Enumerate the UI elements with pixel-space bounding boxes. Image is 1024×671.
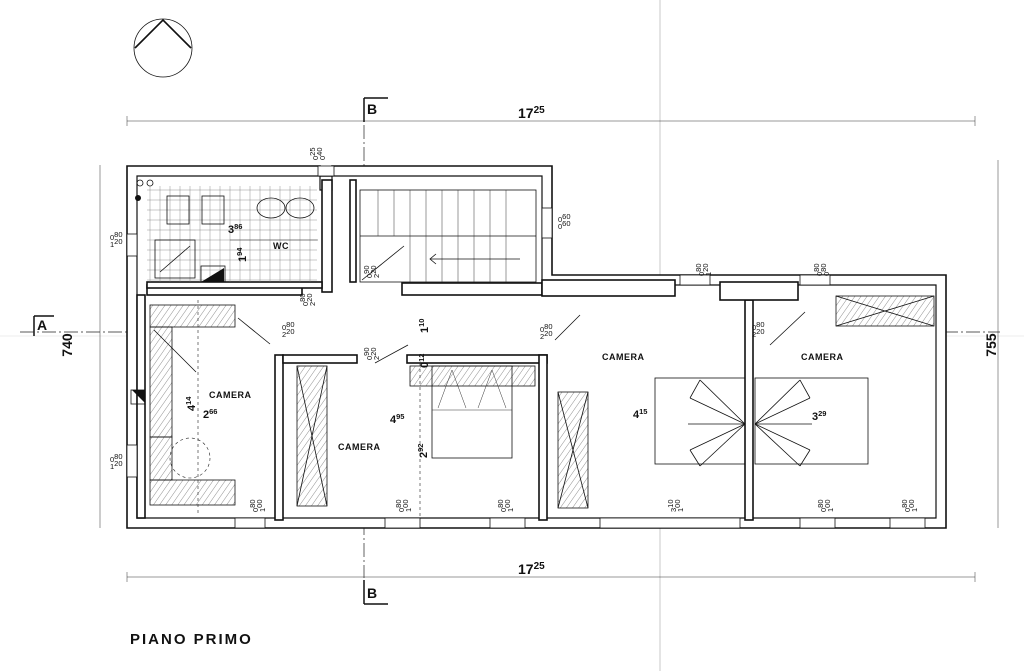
opening-dimension-o9: 080120	[694, 263, 713, 276]
camera-room-3: CAMERA 415	[554, 314, 746, 509]
overall-left-dimension: 740	[59, 333, 75, 357]
overall-top-dimension: 1725	[518, 105, 545, 121]
camera-3-label: CAMERA	[602, 352, 645, 362]
opening-dimension-o4: 090220	[362, 265, 381, 278]
opening-dimension-o16: 310100	[666, 499, 685, 512]
opening-dimension-o14: 080100	[394, 499, 413, 512]
camera-2-width-dim: 495	[390, 412, 404, 426]
camera-4-label: CAMERA	[801, 352, 844, 362]
camera-room-1: CAMERA 266 414	[130, 300, 271, 516]
wc-label: WC	[273, 241, 289, 251]
camera-1-width-dim: 266	[203, 407, 217, 421]
opening-dimension-o18: 080100	[900, 499, 919, 512]
opening-dimension-o13: 080100	[248, 499, 267, 512]
corridor-dim-1: 110	[417, 319, 431, 333]
corridor-dim-2: 012	[417, 354, 431, 368]
wc-height-dim: 194	[235, 247, 249, 262]
page-title: PIANO PRIMO	[130, 631, 253, 648]
window-openings	[126, 165, 926, 529]
wc-width-dim: 386	[228, 222, 242, 236]
opening-dimension-o10: 080080	[812, 263, 831, 276]
opening-dimension-o5: 080220	[298, 293, 317, 306]
overall-dimensions: 1725 1725 740 755	[59, 105, 999, 582]
section-a: A	[37, 317, 47, 333]
camera-3-width-dim: 415	[633, 407, 647, 421]
opening-dimension-o15: 080100	[496, 499, 515, 512]
camera-2-label: CAMERA	[338, 442, 381, 452]
section-b-top: B	[367, 101, 377, 117]
opening-dimension-o2: 025040	[308, 147, 327, 160]
staircase	[359, 189, 537, 283]
camera-room-2: CAMERA 495 292 110 012	[296, 319, 536, 516]
camera-1-label: CAMERA	[209, 390, 252, 400]
section-b-bottom: B	[367, 585, 377, 601]
opening-dimension-o7: 090220	[362, 347, 381, 360]
camera-1-height-dim: 414	[184, 396, 198, 411]
camera-4-width-dim: 329	[812, 409, 826, 423]
wc-room: WC 386 194	[135, 179, 318, 283]
camera-room-4: CAMERA 329	[754, 295, 935, 467]
camera-2-height-dim: 292	[416, 444, 430, 458]
north-arrow-icon	[133, 18, 193, 78]
opening-dimension-o17: 080100	[816, 499, 835, 512]
overall-bottom-dimension: 1725	[518, 561, 545, 577]
section-markers: B B A	[33, 97, 388, 605]
overall-right-dimension: 755	[983, 333, 999, 357]
